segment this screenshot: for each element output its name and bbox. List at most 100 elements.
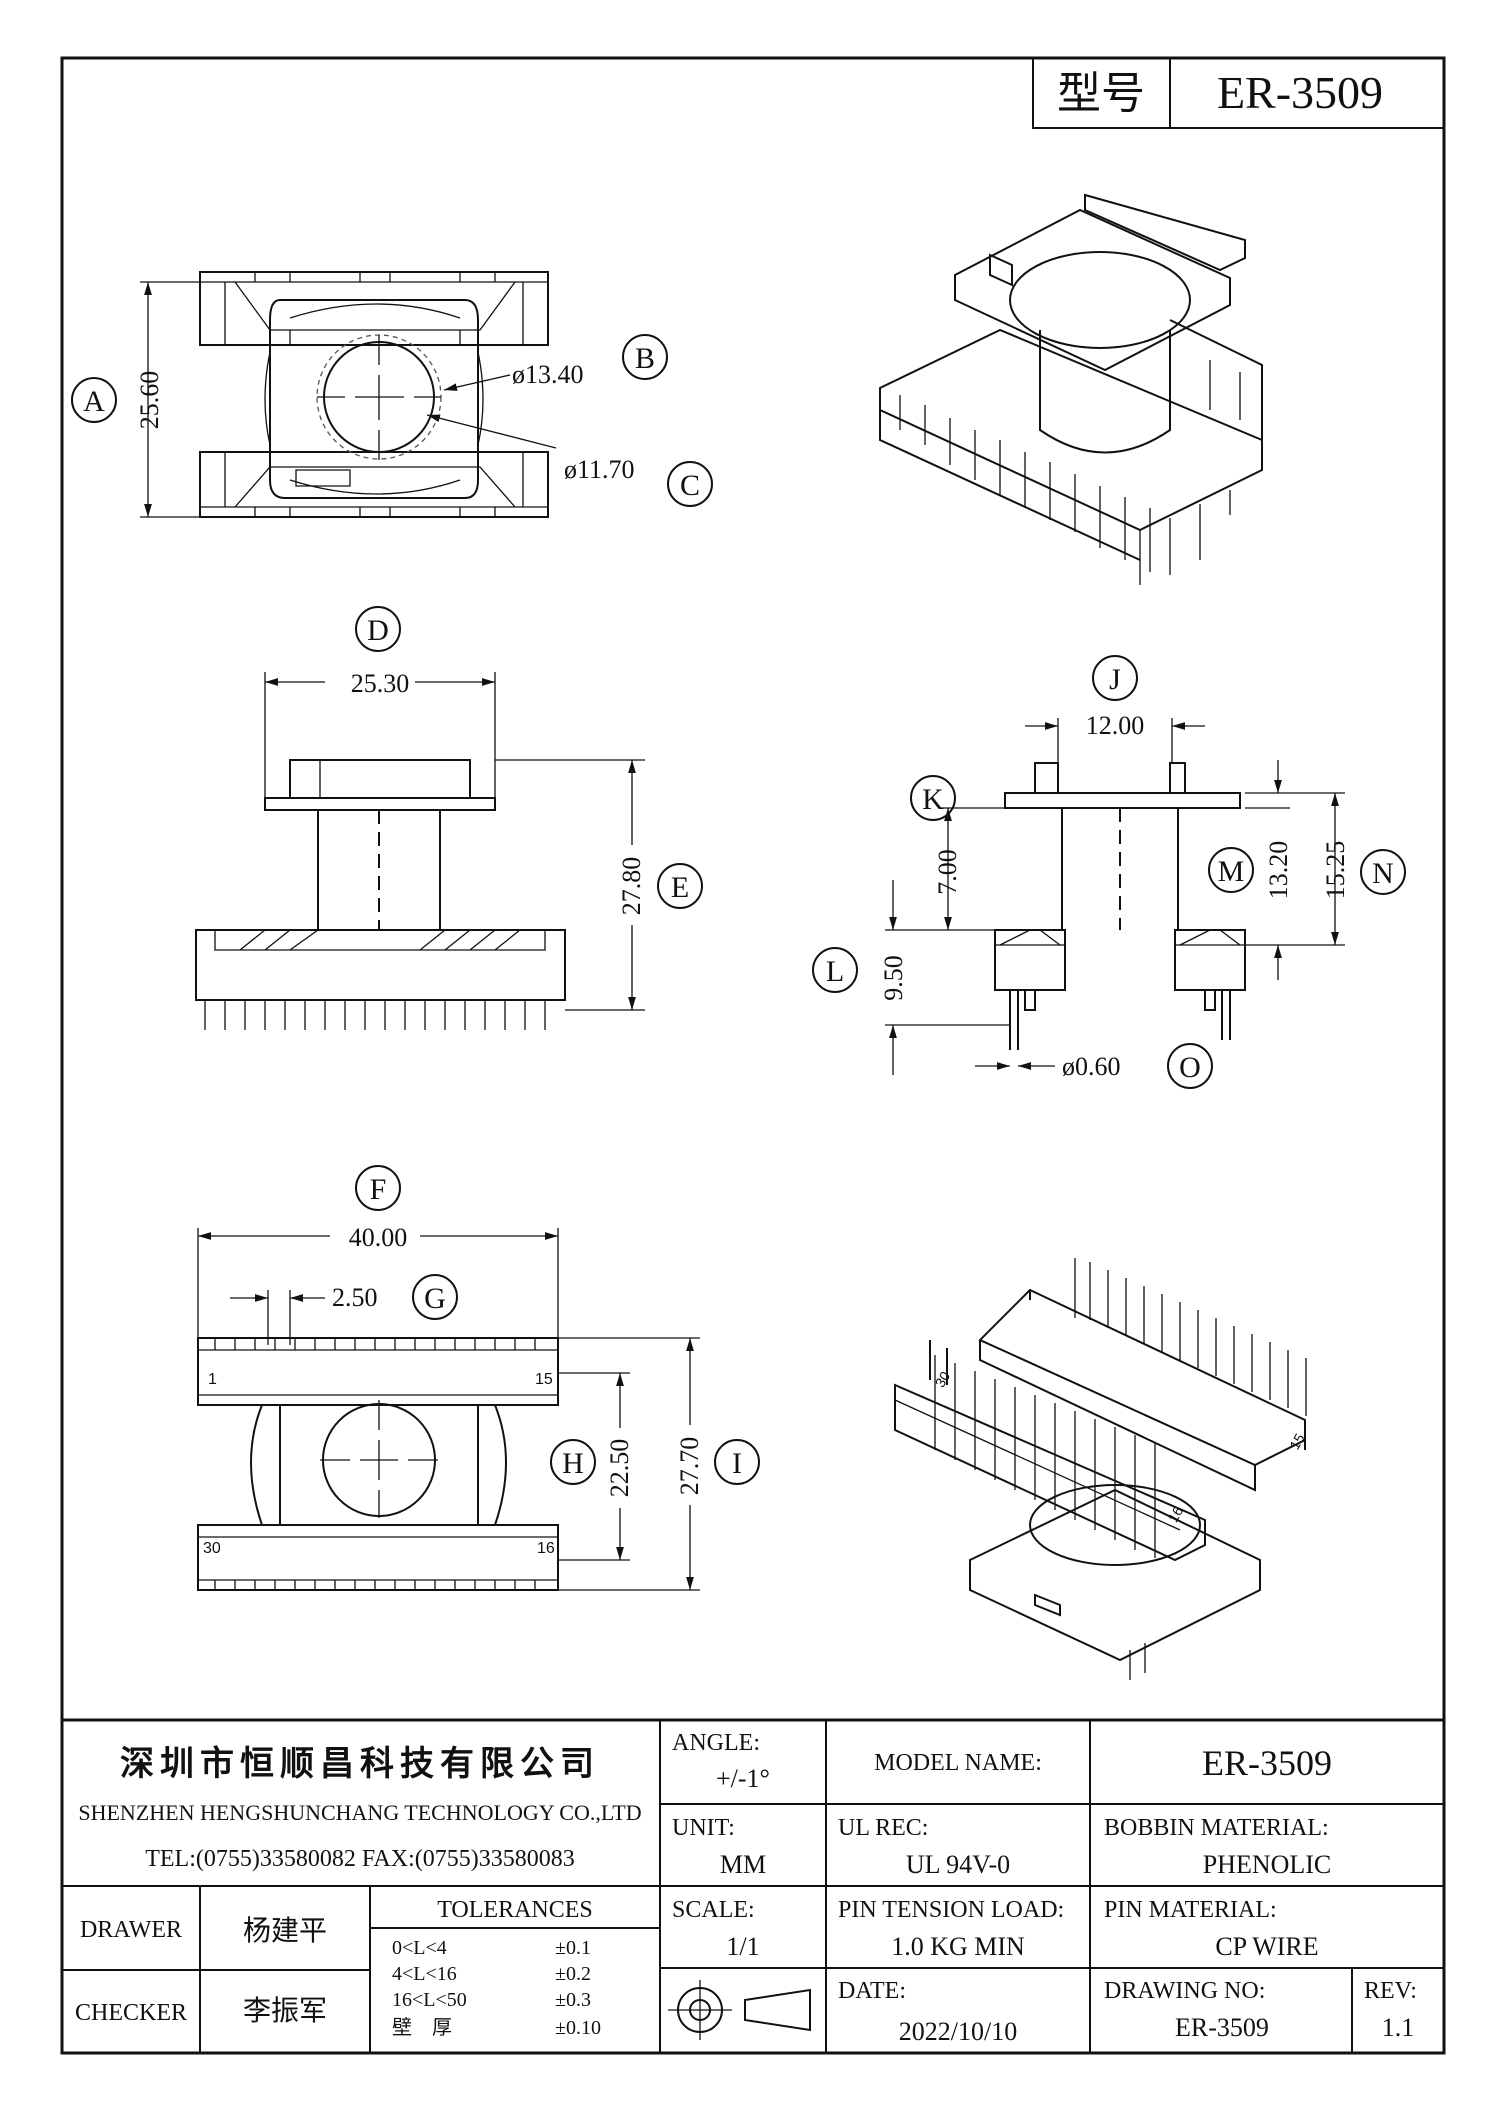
top-view: 25.60 ø13.40 ø11.70 — [135, 271, 635, 518]
front-view: 25.30 27.80 — [195, 666, 646, 1030]
bottom-view: 1 15 30 16 40.00 2.50 22.50 27.70 — [197, 1220, 704, 1591]
dim-g-value: 2.50 — [332, 1283, 378, 1312]
checker-label: CHECKER — [75, 2000, 187, 2026]
drawing-frame — [60, 56, 1446, 2055]
tol-value-2: ±0.2 — [555, 1963, 591, 1985]
dim-k-value: 7.00 — [933, 849, 962, 895]
model-name-label: MODEL NAME: — [874, 1750, 1042, 1776]
callout-n: N — [1360, 849, 1406, 895]
pin-material-value: CP WIRE — [1215, 1932, 1318, 1961]
callout-i: I — [714, 1439, 760, 1485]
dim-n-value: 15.25 — [1321, 841, 1350, 900]
unit-value: MM — [720, 1850, 766, 1879]
angle-label: ANGLE: — [672, 1730, 760, 1756]
dim-j-value: 12.00 — [1086, 711, 1145, 740]
svg-text:O: O — [1179, 1051, 1201, 1084]
callout-h: H — [550, 1439, 596, 1485]
dim-c-value: ø11.70 — [564, 455, 635, 484]
svg-text:I: I — [732, 1447, 742, 1480]
bobbin-material-value: PHENOLIC — [1203, 1850, 1332, 1879]
iso-pin-label-16: 16 — [1165, 1503, 1187, 1525]
svg-text:C: C — [680, 469, 700, 502]
dim-h-value: 22.50 — [605, 1439, 634, 1498]
pin-row-bottom — [214, 1580, 536, 1590]
dim-o-value: ø0.60 — [1062, 1052, 1121, 1081]
tol-value-3: ±0.3 — [555, 1989, 591, 2011]
callout-g: G — [412, 1274, 458, 1320]
tol-range-1: 0<L<4 — [392, 1937, 447, 1959]
angle-value: +/-1° — [716, 1764, 770, 1793]
company-contact: TEL:(0755)33580082 FAX:(0755)33580083 — [145, 1846, 575, 1872]
rev-value: 1.1 — [1382, 2013, 1415, 2042]
callout-l: L — [812, 947, 858, 993]
svg-text:E: E — [671, 871, 689, 904]
drawer-value: 杨建平 — [243, 1915, 327, 1947]
header-model-box: 型号 ER-3509 — [1032, 57, 1445, 129]
title-block: 深圳市恒顺昌科技有限公司 SHENZHEN HENGSHUNCHANG TECH… — [62, 1718, 1444, 2053]
drawing-no-value: ER-3509 — [1175, 2013, 1269, 2042]
svg-text:G: G — [424, 1282, 446, 1315]
company-name-cn: 深圳市恒顺昌科技有限公司 — [120, 1744, 600, 1783]
callout-e: E — [657, 863, 703, 909]
date-value: 2022/10/10 — [899, 2017, 1017, 2046]
tol-range-4: 壁 厚 — [392, 2016, 452, 2039]
tol-range-3: 16<L<50 — [392, 1989, 467, 2011]
rev-label: REV: — [1364, 1978, 1417, 2004]
projection-symbol-icon — [668, 1980, 811, 2040]
svg-text:D: D — [367, 614, 389, 647]
ul-value: UL 94V-0 — [906, 1850, 1010, 1879]
callout-c: C — [667, 461, 713, 507]
model-name-value: ER-3509 — [1202, 1743, 1332, 1783]
tol-value-1: ±0.1 — [555, 1937, 591, 1959]
drawer-label: DRAWER — [80, 1917, 182, 1943]
svg-text:B: B — [635, 342, 655, 375]
dim-i-value: 27.70 — [675, 1437, 704, 1496]
pin-tension-label: PIN TENSION LOAD: — [838, 1897, 1064, 1923]
iso-pin-label-15: 15 — [1286, 1431, 1308, 1453]
pin-label-15: 15 — [535, 1371, 553, 1388]
callout-d: D — [355, 606, 401, 652]
bobbin-material-label: BOBBIN MATERIAL: — [1104, 1815, 1329, 1841]
iso-view-bottom: 30 16 15 — [894, 1258, 1308, 1680]
iso-pin-label-30: 30 — [932, 1368, 954, 1390]
svg-text:K: K — [922, 783, 944, 816]
dim-a-value: 25.60 — [135, 371, 164, 430]
svg-text:N: N — [1372, 857, 1394, 890]
svg-text:A: A — [83, 385, 105, 418]
dim-m-value: 13.20 — [1264, 841, 1293, 900]
drawing-no-label: DRAWING NO: — [1104, 1978, 1265, 2004]
ul-label: UL REC: — [838, 1815, 928, 1841]
callout-j: J — [1092, 655, 1138, 701]
pin-label-16: 16 — [537, 1540, 555, 1557]
dim-e-value: 27.80 — [617, 857, 646, 916]
callout-k: K — [910, 775, 956, 821]
svg-text:L: L — [826, 955, 844, 988]
callout-a: A — [71, 377, 117, 423]
side-view: 12.00 7.00 9.50 13.20 15.25 ø0.60 — [879, 711, 1350, 1081]
callout-b: B — [622, 334, 668, 380]
pin-label-1: 1 — [208, 1371, 217, 1388]
dim-d-value: 25.30 — [351, 669, 410, 698]
callout-m: M — [1208, 847, 1254, 893]
header-model-label: 型号 — [1057, 69, 1145, 118]
pin-row-top — [214, 1338, 536, 1350]
dim-l-value: 9.50 — [879, 955, 908, 1001]
svg-text:M: M — [1218, 855, 1245, 888]
scale-label: SCALE: — [672, 1897, 755, 1923]
dim-f-value: 40.00 — [349, 1223, 408, 1252]
company-name-en: SHENZHEN HENGSHUNCHANG TECHNOLOGY CO.,LT… — [78, 1800, 641, 1825]
svg-text:H: H — [562, 1447, 584, 1480]
callout-f: F — [355, 1165, 401, 1211]
callout-o: O — [1167, 1043, 1213, 1089]
tol-range-2: 4<L<16 — [392, 1963, 457, 1985]
dim-b-value: ø13.40 — [512, 360, 584, 389]
tolerances-label: TOLERANCES — [437, 1897, 593, 1923]
scale-value: 1/1 — [726, 1932, 759, 1961]
svg-text:F: F — [370, 1173, 387, 1206]
date-label: DATE: — [838, 1978, 906, 2004]
unit-label: UNIT: — [672, 1815, 735, 1841]
iso-view-top — [879, 193, 1263, 585]
tol-value-4: ±0.10 — [555, 2017, 601, 2039]
pin-material-label: PIN MATERIAL: — [1104, 1897, 1277, 1923]
